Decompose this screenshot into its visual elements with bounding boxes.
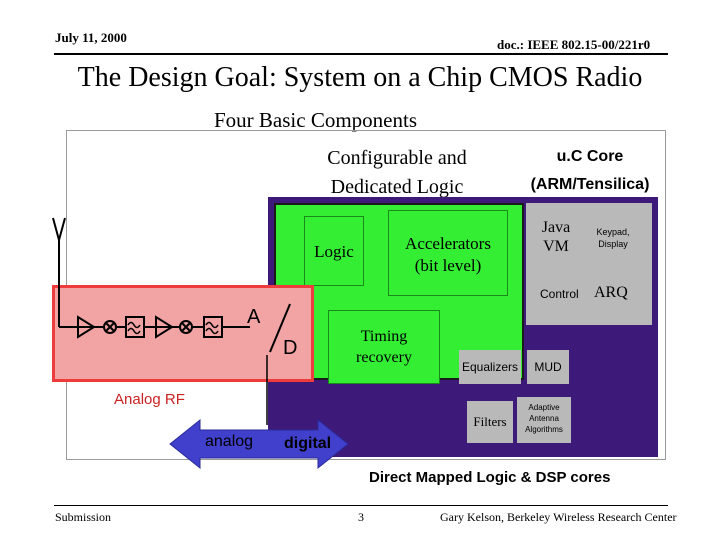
timing-line1: Timing <box>360 328 408 345</box>
adc-divider-icon <box>269 303 291 353</box>
control-box: Control <box>540 287 579 301</box>
header-date: July 11, 2000 <box>55 30 127 45</box>
header-doc-id: doc.: IEEE 802.15-00/221r0 <box>497 37 651 52</box>
footer-page-number: 3 <box>358 510 364 524</box>
mixer-icon <box>103 320 117 334</box>
amplifier-icon <box>155 315 174 339</box>
filter-icon <box>203 316 223 338</box>
adaptive-line2: Antenna <box>529 414 559 423</box>
mixer-icon <box>179 320 193 334</box>
arq-box: ARQ <box>594 284 628 301</box>
analog-label: analog <box>205 433 254 450</box>
footer-rule <box>54 505 668 506</box>
accelerators-box: Accelerators (bit level) <box>388 210 508 296</box>
filters-box: Filters <box>467 401 513 443</box>
logic-box: Logic <box>304 216 364 286</box>
java-vm-box: Java VM <box>531 214 581 262</box>
dsp-caption: Direct Mapped Logic & DSP cores <box>369 469 611 486</box>
accelerators-line1: Accelerators <box>405 234 491 253</box>
keypad-display-box: Keypad, Display <box>588 216 638 262</box>
footer-author: Gary Kelson, Berkeley Wireless Research … <box>440 510 677 524</box>
keypad-line2: Display <box>598 239 628 249</box>
configurable-logic-label: Configurable and Dedicated Logic <box>292 144 502 202</box>
adaptive-line3: Algorithms <box>525 425 563 434</box>
timing-line2: recovery <box>356 349 412 366</box>
adc-d-label: D <box>283 337 298 359</box>
footer-left: Submission <box>55 510 112 524</box>
equalizers-box: Equalizers <box>459 350 521 384</box>
analog-digital-arrow <box>169 418 349 470</box>
analog-rf-label: Analog RF <box>114 391 185 408</box>
filter-icon <box>125 316 145 338</box>
analog-rf-block <box>52 285 314 382</box>
adaptive-antenna-box: Adaptive Antenna Algorithms <box>517 397 571 443</box>
keypad-line1: Keypad, <box>596 227 630 237</box>
rf-chain-diagram <box>52 217 291 425</box>
java-line1: Java <box>541 219 571 236</box>
adc-a-label: A <box>247 306 261 328</box>
uc-core-line2: (ARM/Tensilica) <box>530 176 650 193</box>
configurable-line1: Configurable and <box>327 147 467 169</box>
accelerators-line2: (bit level) <box>414 256 482 275</box>
amplifier-icon <box>77 315 96 339</box>
adaptive-line1: Adaptive <box>528 403 560 412</box>
header-rule <box>54 53 668 55</box>
timing-recovery-box: Timing recovery <box>328 310 440 384</box>
antenna-icon <box>52 217 250 328</box>
java-line2: VM <box>543 238 569 255</box>
uc-core-label: u.C Core (ARM/Tensilica) <box>515 143 665 199</box>
digital-label: digital <box>284 435 332 452</box>
uc-core-line1: u.C Core <box>556 148 624 165</box>
mud-box: MUD <box>527 350 569 384</box>
slide-title: The Design Goal: System on a Chip CMOS R… <box>77 62 643 93</box>
slide-subtitle: Four Basic Components <box>214 108 417 132</box>
configurable-line2: Dedicated Logic <box>330 176 464 198</box>
